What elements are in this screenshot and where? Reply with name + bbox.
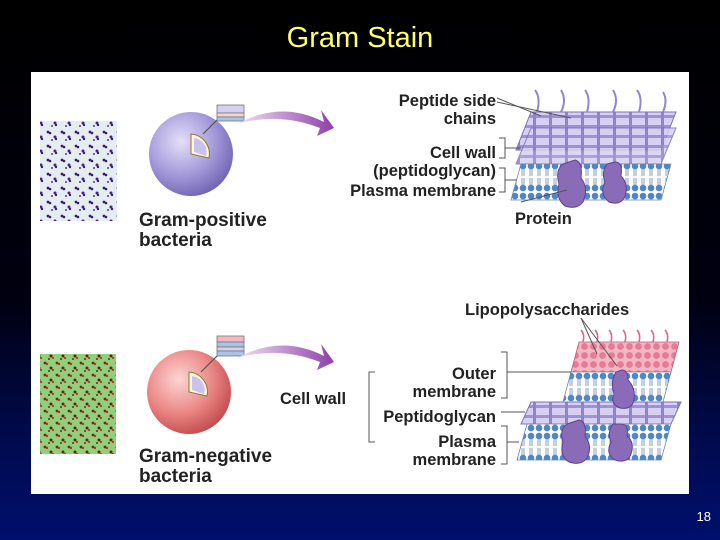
label-lipopolysaccharides: Lipopolysaccharides xyxy=(465,301,630,319)
label-plasma-membrane-negative: Plasma membrane xyxy=(412,433,496,469)
arrow-icon xyxy=(237,344,334,370)
protein-shape xyxy=(561,419,591,464)
gram-positive-stain-image xyxy=(40,121,117,221)
label-outer-membrane: Outer membrane xyxy=(412,365,496,401)
label-protein: Protein xyxy=(515,210,572,228)
arrow-icon xyxy=(237,110,334,136)
protein-shape xyxy=(611,369,635,409)
label-cell-wall-peptidoglycan: Cell wall (peptidoglycan) xyxy=(373,144,496,180)
gram-negative-wall-illustration xyxy=(516,329,682,464)
diagram-graphics xyxy=(40,89,682,465)
slide-title: Gram Stain xyxy=(286,22,434,54)
protein-shape xyxy=(608,423,633,462)
label-plasma-membrane: Plasma membrane xyxy=(350,182,496,200)
protein-shape xyxy=(557,159,587,208)
gram-negative-title: Gram-negative bacteria xyxy=(139,446,273,487)
label-peptidoglycan: Peptidoglycan xyxy=(383,408,496,426)
diagram-panel: Peptide side chains Cell wall (peptidogl… xyxy=(31,72,689,494)
protein-shape xyxy=(602,161,627,204)
label-peptide-side-chains: Peptide side chains xyxy=(398,92,496,128)
gram-positive-title: Gram-positive bacteria xyxy=(139,210,267,251)
label-cell-wall: Cell wall xyxy=(280,390,347,408)
gram-positive-wall-illustration xyxy=(510,89,677,208)
gram-negative-stain-image xyxy=(40,354,116,454)
page-number: 18 xyxy=(696,509,711,524)
